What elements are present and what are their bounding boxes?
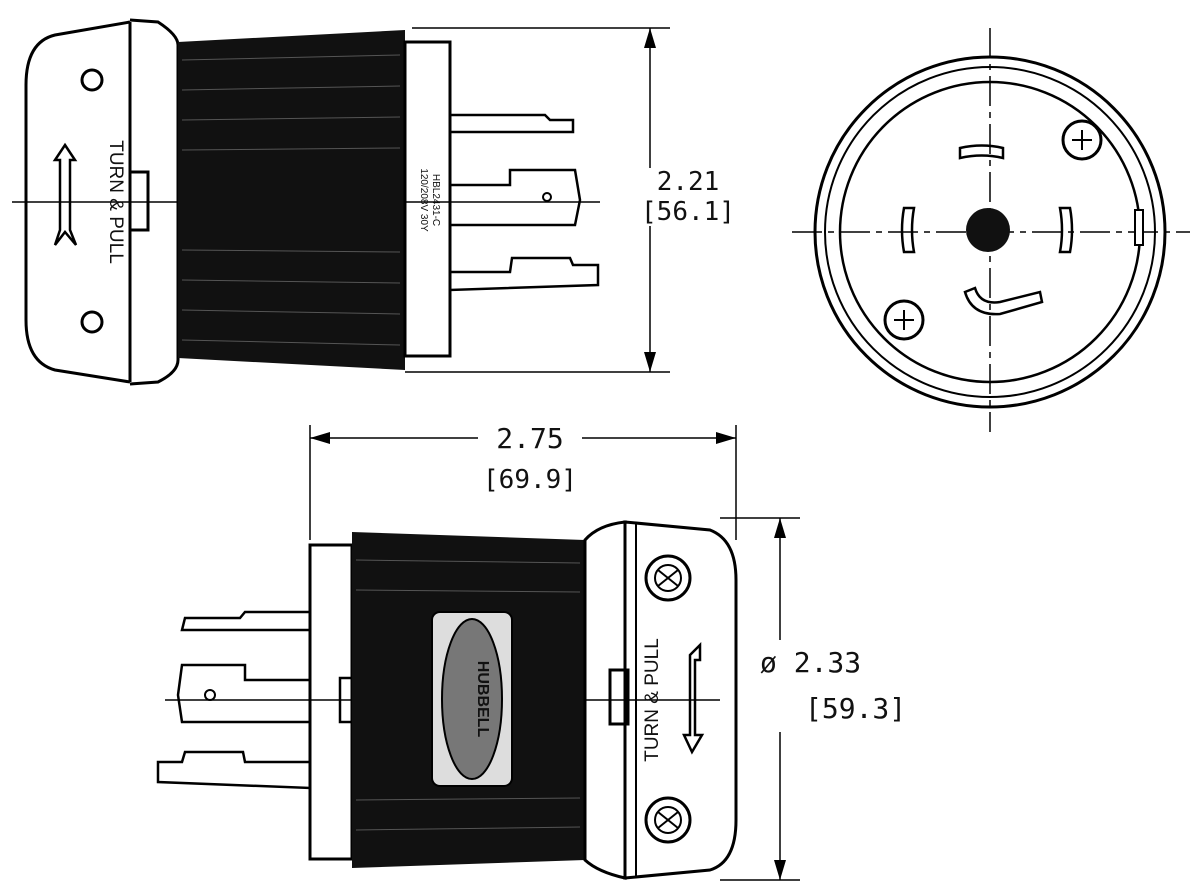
screw-top-bottom-icon [644, 554, 692, 602]
side-view-top: TURN & PULL HBL2431-C 120/208V 30Y 2.21 [12, 18, 750, 386]
blade-bottom-bottom [156, 750, 312, 790]
model-label: HBL2431-C [430, 174, 441, 226]
dim-length-mm: [69.9] [483, 465, 577, 495]
center-pin [966, 208, 1010, 252]
blade-ground [448, 168, 582, 227]
latch-bottom [608, 668, 630, 726]
dim-height-mm: [56.1] [641, 197, 735, 227]
side-view-bottom: 2.75 [69.9] HUBBELL [156, 420, 906, 881]
turn-arrow-bottom-icon [682, 641, 705, 755]
turn-arrow-icon [52, 142, 78, 246]
ring-key [1134, 209, 1144, 246]
dim-height-in: 2.21 [657, 167, 720, 197]
brand-text: HUBBELL [474, 661, 491, 738]
dim-arrow-down [644, 352, 656, 372]
blade-ground-hole [542, 192, 552, 202]
screw-bottom-bottom-icon [644, 796, 692, 844]
brand-logo-icon [441, 618, 503, 780]
dim-arrow-up [644, 28, 656, 48]
blade-top-bottom [180, 610, 312, 632]
body [178, 30, 405, 370]
body-ribs [181, 54, 401, 346]
slot-right [1058, 206, 1074, 254]
dim-diameter-mm: [59.3] [805, 692, 906, 725]
blade-hole-bottom [204, 689, 216, 701]
blade-top [448, 113, 575, 134]
screw-hole-bottom [80, 310, 104, 334]
dim-arrow-diam-up [774, 518, 786, 538]
blade-bottom [448, 256, 600, 292]
end-cap-bottom [623, 520, 738, 880]
dim-length-bg [478, 420, 582, 456]
screw-hole-top [80, 68, 104, 92]
dim-arrow-diam-down [774, 860, 786, 880]
screw-top-right-icon [1061, 119, 1103, 161]
face-outer-ring [813, 55, 1167, 409]
screw-bottom-left-icon [883, 299, 925, 341]
face-outer-ring-inner [824, 66, 1156, 398]
latch-notch [128, 170, 150, 232]
rating-label: 120/208V 30Y [418, 168, 429, 232]
dim-length-in: 2.75 [496, 422, 563, 455]
dim-arrow-right [716, 432, 736, 444]
end-cap [24, 20, 131, 384]
grip-text: TURN & PULL [105, 140, 126, 264]
dim-diameter-in: ø 2.33 [760, 646, 861, 679]
slot-left [900, 206, 916, 254]
slot-bottom-hook [963, 286, 1044, 316]
grip-text-bottom: TURN & PULL [642, 638, 663, 762]
body-ribs-bottom [355, 559, 581, 831]
slot-top [958, 144, 1005, 160]
dim-label-bg [625, 168, 750, 226]
blade-ground-bottom [176, 663, 312, 724]
face-view [792, 28, 1190, 432]
dim-diam-bg [755, 640, 905, 732]
dim-arrow-left [310, 432, 330, 444]
face-plate-bottom [308, 543, 354, 861]
